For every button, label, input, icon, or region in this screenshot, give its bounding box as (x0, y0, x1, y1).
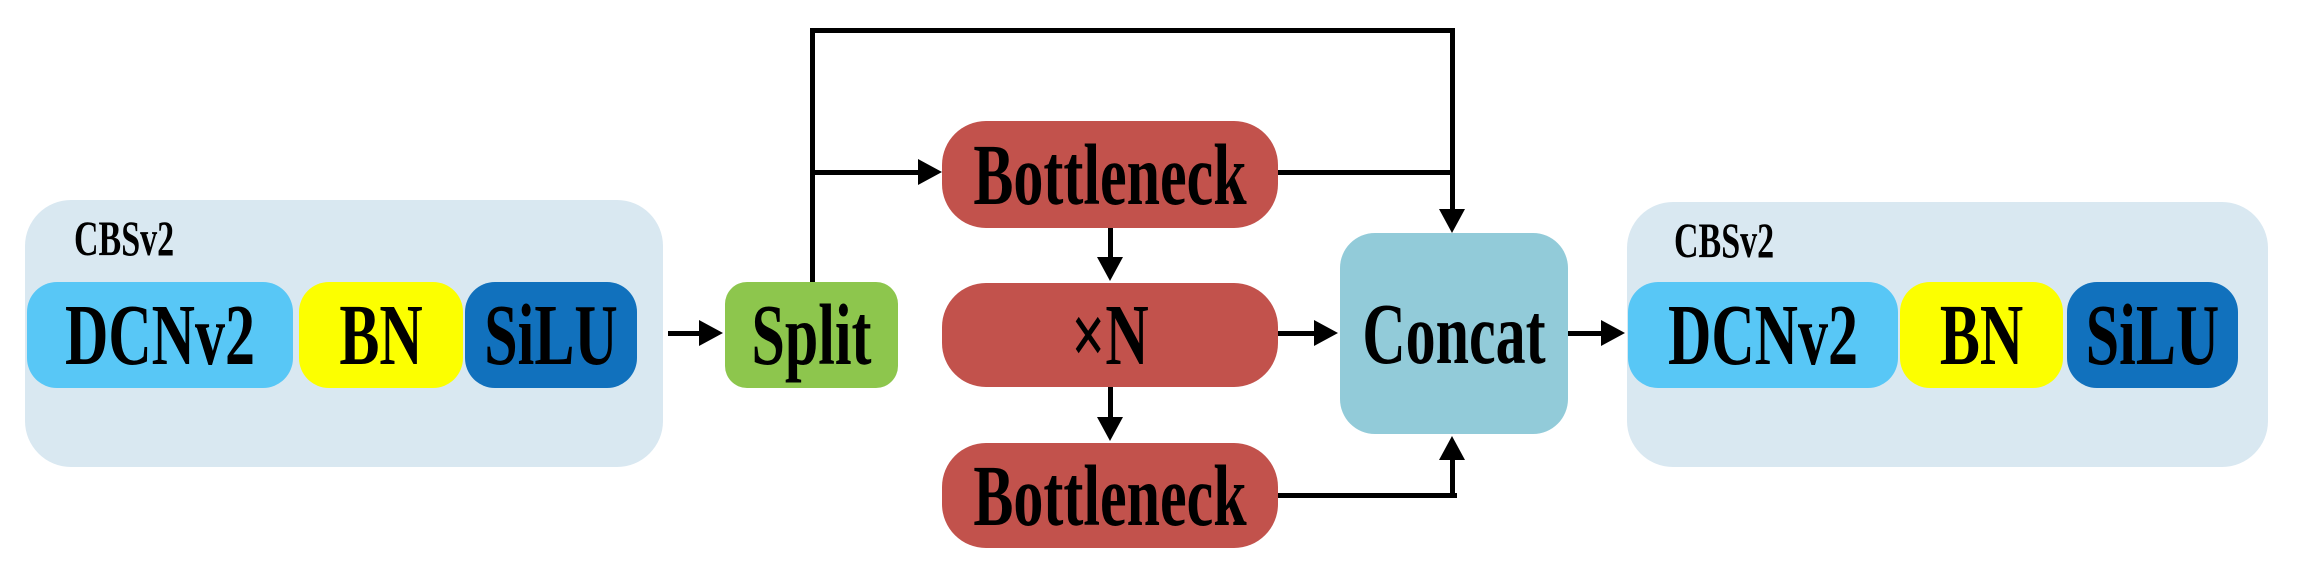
bn-box-left: BN (299, 282, 463, 388)
xn-box: ×N (942, 283, 1278, 387)
line-bottleneck-top-to-skip (1278, 170, 1455, 175)
line-cbsv2-to-split (668, 331, 700, 336)
silu-label-right: SiLU (2085, 287, 2220, 383)
bn-label-right: BN (1939, 287, 2024, 383)
concat-label: Concat (1362, 285, 1546, 382)
bottleneck-top-box: Bottleneck (942, 121, 1278, 228)
arrowhead-into-concat-bottom-icon (1439, 436, 1465, 460)
cbsv2-group-left: CBSv2 DCNv2 BN SiLU (25, 200, 663, 467)
line-concat-to-cbsv2 (1568, 331, 1602, 336)
bn-label-left: BN (339, 287, 423, 383)
concat-box: Concat (1340, 233, 1568, 434)
line-xn-to-concat (1278, 331, 1316, 336)
arrowhead-into-xn-icon (1097, 257, 1123, 281)
line-up-to-concat-bottom (1450, 458, 1455, 498)
dcnv2-label-left: DCNv2 (65, 287, 255, 383)
cbsv2-label-left: CBSv2 (74, 213, 175, 267)
arrowhead-into-split-icon (699, 320, 723, 346)
bottleneck-bottom-label: Bottleneck (973, 447, 1247, 544)
cbsv2-label-right: CBSv2 (1674, 215, 1775, 269)
line-split-to-bottleneck-top (810, 170, 920, 175)
arrowhead-into-concat-left-icon (1314, 320, 1338, 346)
silu-box-left: SiLU (465, 282, 637, 388)
xn-label: ×N (1071, 287, 1149, 383)
dcnv2-box-left: DCNv2 (27, 282, 293, 388)
cbsv2-group-right: CBSv2 DCNv2 BN SiLU (1627, 202, 2268, 467)
arrowhead-into-concat-top-icon (1439, 209, 1465, 233)
split-box: Split (725, 282, 898, 388)
dcnv2-label-right: DCNv2 (1668, 287, 1858, 383)
line-skip-down-to-concat (1450, 33, 1455, 211)
line-bottleneck-bottom-right (1278, 493, 1457, 498)
line-split-up (810, 28, 815, 282)
bottleneck-top-label: Bottleneck (973, 126, 1247, 223)
dcnv2-box-right: DCNv2 (1628, 282, 1898, 388)
silu-box-right: SiLU (2067, 282, 2238, 388)
bn-box-right: BN (1900, 282, 2063, 388)
bottleneck-bottom-box: Bottleneck (942, 443, 1278, 548)
line-xn-to-bottleneck-bottom (1108, 387, 1113, 419)
arrowhead-into-cbsv2-right-icon (1601, 320, 1625, 346)
line-bottleneck-top-to-xn (1108, 228, 1113, 259)
silu-label-left: SiLU (484, 287, 618, 383)
line-top-skip (810, 28, 1455, 33)
arrowhead-into-bottleneck-bottom-icon (1097, 417, 1123, 441)
split-label: Split (751, 287, 872, 383)
arrowhead-into-bottleneck-top-icon (918, 159, 942, 185)
